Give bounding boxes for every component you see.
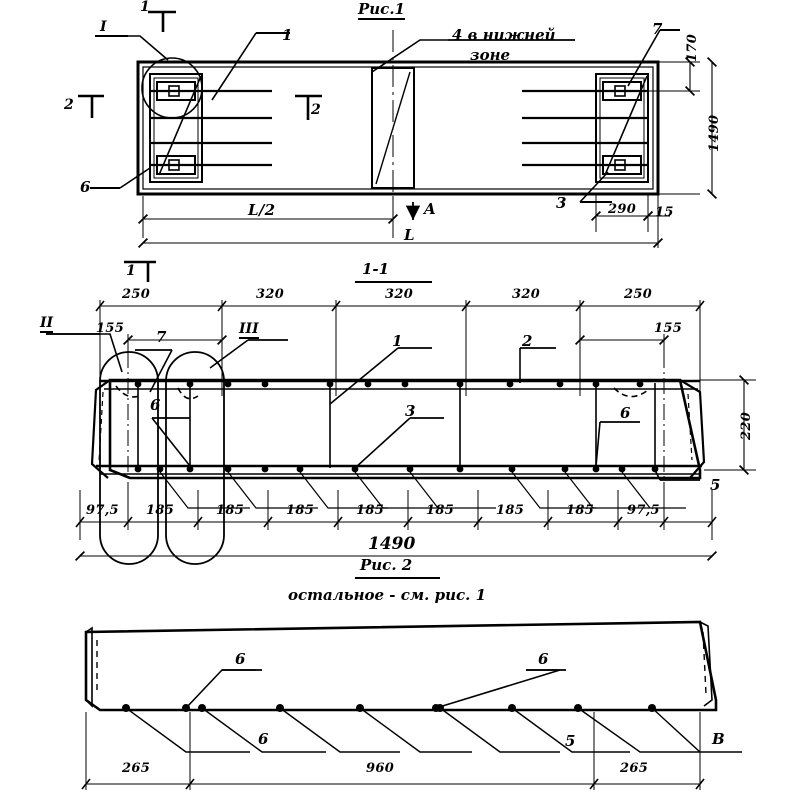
figure-3-geometry: [81, 620, 742, 790]
fig2-dim-155-right: 155: [654, 321, 683, 336]
fig1-dim-length: L: [404, 226, 415, 244]
fig2-position-1: 1: [392, 332, 403, 350]
fig2-dim-total-1490: 1490: [368, 534, 416, 554]
fig1-dim-1490: 1490: [707, 114, 722, 152]
fig1-note-line1: 4 в нижней: [452, 26, 556, 44]
fig1-position-7: 7: [652, 20, 663, 38]
fig3-dim-265-left: 265: [122, 761, 151, 776]
fig1-section-title-1-1: 1-1: [362, 260, 390, 278]
fig1-detail-mark-I: I: [100, 19, 107, 37]
fig1-note-line2: зоне: [470, 46, 511, 64]
fig2-caption: Рис. 2: [360, 556, 413, 574]
fig2-position-2: 2: [522, 332, 533, 350]
fig1-dim-290: 290: [608, 202, 637, 217]
fig2-dim-top-2: 320: [385, 287, 414, 302]
fig3-position-6-right: 6: [538, 650, 549, 668]
fig3-position-V: В: [712, 730, 725, 748]
fig1-position-6: 6: [80, 178, 91, 196]
fig2-note: остальное - см. рис. 1: [288, 586, 487, 604]
fig2-dim-bottom-7: 185: [566, 503, 595, 518]
fig2-dim-bottom-6: 185: [496, 503, 525, 518]
fig2-dim-top-3: 320: [512, 287, 541, 302]
figure-1-geometry: [78, 10, 718, 283]
fig3-position-6-left: 6: [235, 650, 246, 668]
fig2-dim-top-0: 250: [122, 287, 151, 302]
fig2-dim-bottom-4: 185: [356, 503, 385, 518]
fig2-dim-bottom-8: 97,5: [627, 503, 660, 518]
fig2-position-5: 5: [710, 476, 721, 494]
fig2-position-7: 7: [156, 328, 167, 346]
fig1-dim-170: 170: [685, 33, 700, 62]
fig1-section-mark-1-bottom: 1: [126, 263, 136, 279]
fig1-position-1: 1: [282, 26, 293, 44]
fig2-dim-top-4: 250: [624, 287, 653, 302]
fig2-detail-mark-III: III: [239, 321, 259, 339]
fig2-dim-bottom-1: 185: [146, 503, 175, 518]
fig2-dim-bottom-3: 185: [286, 503, 315, 518]
fig1-dim-15: 15: [655, 205, 674, 220]
fig2-dim-bottom-0: 97,5: [86, 503, 119, 518]
fig2-dim-155-left: 155: [96, 321, 125, 336]
fig1-section-mark-2-left: 2: [64, 97, 74, 113]
fig2-position-6-right: 6: [620, 404, 631, 422]
fig1-caption: Рис.1: [358, 0, 405, 20]
fig1-position-3: 3: [556, 194, 567, 212]
fig1-section-mark-2-inner: 2: [311, 102, 321, 118]
fig3-position-5: 5: [565, 732, 576, 750]
fig2-dim-height-220: 220: [739, 411, 754, 440]
fig1-arrow-A-label: A: [424, 200, 436, 218]
fig3-dim-265-right: 265: [620, 761, 649, 776]
fig2-position-6-left: 6: [150, 396, 161, 414]
fig2-dim-top-1: 320: [256, 287, 285, 302]
figure-2-geometry: [46, 300, 756, 579]
fig1-section-mark-1-top: 1: [140, 0, 150, 15]
fig2-detail-mark-II: II: [40, 315, 54, 333]
fig1-dim-half-length: L/2: [248, 201, 276, 219]
fig2-dim-bottom-5: 185: [426, 503, 455, 518]
fig3-dim-960: 960: [366, 761, 395, 776]
fig3-position-6-left2: 6: [258, 730, 269, 748]
fig2-dim-bottom-2: 185: [216, 503, 245, 518]
fig2-position-3: 3: [405, 402, 416, 420]
